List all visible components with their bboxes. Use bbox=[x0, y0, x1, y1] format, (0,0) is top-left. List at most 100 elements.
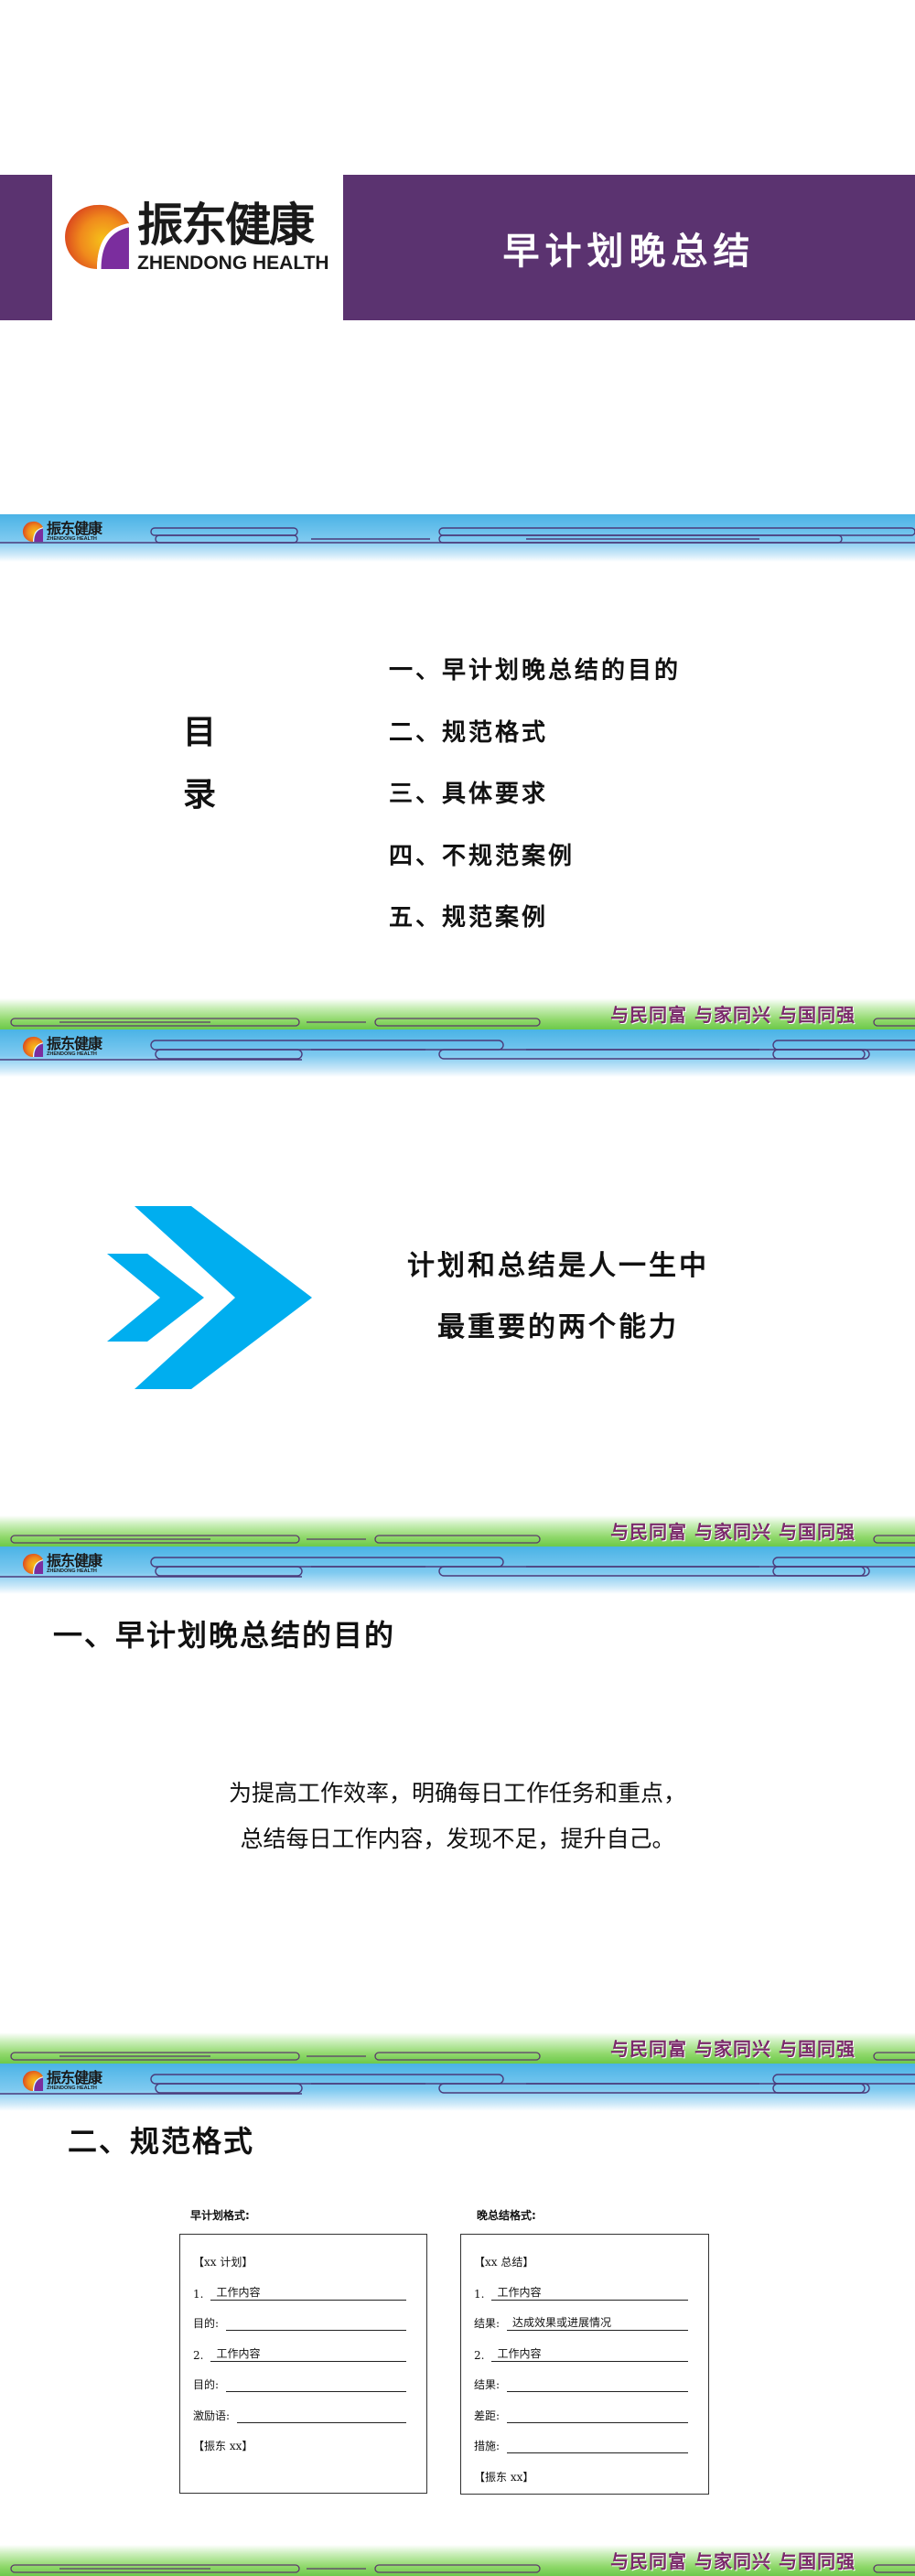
slide-footer-band: 与民同富 与家同兴 与国同强 bbox=[0, 2032, 915, 2064]
slide-purpose: 振东健康 ZHENDONG HEALTH 一、早计划晚总结的目的 为提高工作效率… bbox=[0, 1547, 915, 2064]
purpose-text: 为提高工作效率，明确每日工作任务和重点， 总结每日工作内容，发现不足，提升自己。 bbox=[92, 1771, 824, 1862]
form-field[interactable]: 工作内容 bbox=[491, 2347, 688, 2362]
header-scroll-ornament bbox=[0, 1040, 915, 1061]
form-field[interactable]: 工作内容 bbox=[491, 2286, 688, 2301]
slogan: 与民同富 与家同兴 与国同强 bbox=[610, 2038, 856, 2060]
slide-header-band: 振东健康 ZHENDONG HEALTH bbox=[0, 1547, 915, 1594]
form-row: 2. 工作内容 bbox=[193, 2331, 415, 2362]
brand-name-cn: 振东健康 bbox=[137, 198, 315, 252]
slide-header-band: 振东健康 ZHENDONG HEALTH bbox=[0, 2064, 915, 2111]
form-row: 激励语: bbox=[193, 2392, 415, 2423]
cover-title: 早计划晚总结 bbox=[502, 229, 756, 273]
evening-format-box: 【xx 总结】 1. 工作内容 结果: 达成效果或进展情况 2. 工作内容 结果: 差… bbox=[460, 2234, 709, 2495]
toc-list: 一、早计划晚总结的目的 二、规范格式 三、具体要求 四、不规范案例 五、规范案例 bbox=[389, 652, 681, 961]
form-field[interactable] bbox=[237, 2409, 406, 2423]
form-label: 差距: bbox=[474, 2409, 501, 2422]
purpose-line: 总结每日工作内容，发现不足，提升自己。 bbox=[240, 1826, 675, 1852]
form-footer: 【振东 xx】 bbox=[193, 2423, 415, 2454]
logo-sun-icon bbox=[22, 2070, 44, 2092]
form-row: 措施: bbox=[474, 2423, 697, 2453]
form-footer: 【振东 xx】 bbox=[474, 2453, 697, 2484]
form-row: 1. 工作内容 bbox=[474, 2269, 697, 2301]
slide-toc: 振东健康 ZHENDONG HEALTH 目 录 一、早计划晚总结的目的 二、规… bbox=[0, 514, 915, 1029]
form-label: 2. bbox=[474, 2348, 485, 2362]
quote-line: 计划和总结是人一生中 bbox=[407, 1250, 709, 1282]
footer-scroll-ornament bbox=[10, 1535, 915, 1544]
header-logo: 振东健康 ZHENDONG HEALTH bbox=[22, 1553, 102, 1575]
header-logo: 振东健康 ZHENDONG HEALTH bbox=[22, 2070, 102, 2092]
form-row: 1.工作内容 bbox=[193, 2269, 415, 2301]
form-field[interactable]: 达成效果或进展情况 bbox=[507, 2316, 688, 2331]
toc-heading-char: 目 bbox=[183, 713, 217, 751]
form-label: 目的: bbox=[193, 2317, 220, 2330]
form-header: 【xx 总结】 bbox=[474, 2249, 697, 2269]
form-row: 结果: 达成效果或进展情况 bbox=[474, 2301, 697, 2331]
slide-header-band: 振东健康 ZHENDONG HEALTH bbox=[0, 1029, 915, 1077]
header-logo: 振东健康 ZHENDONG HEALTH bbox=[22, 1036, 102, 1058]
header-scroll-ornament bbox=[0, 527, 915, 544]
logo-sun-icon bbox=[22, 521, 44, 543]
header-logo-cn: 振东健康 bbox=[47, 2068, 102, 2086]
header-scroll-ornament bbox=[0, 1557, 915, 1578]
slide-footer-band: 与民同富 与家同兴 与国同强 bbox=[0, 2545, 915, 2576]
form-label: 目的: bbox=[193, 2378, 220, 2391]
header-scroll-ornament bbox=[0, 2074, 915, 2095]
form-label: 1. bbox=[474, 2287, 485, 2301]
toc-item[interactable]: 五、规范案例 bbox=[389, 904, 549, 932]
form-field[interactable] bbox=[507, 2377, 688, 2392]
footer-scroll-ornament bbox=[10, 2564, 915, 2573]
double-chevron-icon bbox=[107, 1206, 312, 1389]
form-field[interactable]: 工作内容 bbox=[210, 2347, 406, 2362]
form-label: 措施: bbox=[474, 2440, 501, 2452]
form-field[interactable] bbox=[226, 2377, 406, 2392]
slide-footer-band: 与民同富 与家同兴 与国同强 bbox=[0, 998, 915, 1029]
form-header-text: 【xx 总结】 bbox=[474, 2256, 534, 2269]
form-field[interactable] bbox=[507, 2409, 688, 2423]
purpose-line: 为提高工作效率，明确每日工作任务和重点， bbox=[228, 1780, 686, 1806]
footer-scroll-ornament bbox=[10, 2052, 915, 2061]
header-logo-en: ZHENDONG HEALTH bbox=[47, 1568, 97, 1574]
footer-scroll-ornament bbox=[10, 1018, 915, 1027]
form-field[interactable]: 工作内容 bbox=[210, 2286, 406, 2301]
slogan: 与民同富 与家同兴 与国同强 bbox=[610, 1521, 856, 1543]
form-row: 2. 工作内容 bbox=[474, 2331, 697, 2362]
form-footer-text: 【振东 xx】 bbox=[193, 2440, 253, 2452]
toc-heading-char: 录 bbox=[183, 775, 217, 814]
morning-format-box: 【xx 计划】 1.工作内容 目的: 2. 工作内容 目的: 激励语: 【振东 x… bbox=[179, 2234, 427, 2494]
logo-sun-icon bbox=[22, 1553, 44, 1575]
form-label: 2. bbox=[193, 2348, 204, 2362]
slide-quote: 振东健康 ZHENDONG HEALTH 计划和总结是人一生中 最重要的两个能力… bbox=[0, 1029, 915, 1547]
header-logo-cn: 振东健康 bbox=[47, 519, 102, 537]
form-row: 目的: bbox=[193, 2301, 415, 2331]
toc-item[interactable]: 三、具体要求 bbox=[389, 781, 549, 808]
form-header: 【xx 计划】 bbox=[193, 2249, 415, 2269]
form-row: 差距: bbox=[474, 2392, 697, 2423]
section-title: 一、早计划晚总结的目的 bbox=[53, 1618, 396, 1653]
form-label: 结果: bbox=[474, 2317, 501, 2330]
evening-format-title: 晚总结格式: bbox=[477, 2209, 536, 2222]
form-label: 激励语: bbox=[193, 2409, 231, 2422]
logo-sun-icon bbox=[22, 1036, 44, 1058]
quote-line: 最重要的两个能力 bbox=[437, 1311, 679, 1343]
morning-format-title: 早计划格式: bbox=[190, 2209, 250, 2222]
form-row: 目的: bbox=[193, 2362, 415, 2392]
section-title: 二、规范格式 bbox=[68, 2124, 255, 2159]
header-logo-en: ZHENDONG HEALTH bbox=[47, 1051, 97, 1057]
toc-item[interactable]: 四、不规范案例 bbox=[389, 842, 576, 870]
slide-format: 振东健康 ZHENDONG HEALTH 二、规范格式 早计划格式: 【xx 计… bbox=[0, 2064, 915, 2576]
toc-heading: 目 录 bbox=[183, 716, 216, 840]
header-logo-cn: 振东健康 bbox=[47, 1034, 102, 1052]
toc-item[interactable]: 二、规范格式 bbox=[389, 718, 549, 747]
toc-item[interactable]: 一、早计划晚总结的目的 bbox=[389, 657, 682, 684]
slide-header-band: 振东健康 ZHENDONG HEALTH bbox=[0, 514, 915, 562]
header-logo: 振东健康 ZHENDONG HEALTH bbox=[22, 521, 102, 543]
logo-sun-icon bbox=[62, 199, 132, 275]
slide-cover: 振东健康 ZHENDONG HEALTH 早计划晚总结 bbox=[0, 0, 915, 514]
header-logo-en: ZHENDONG HEALTH bbox=[47, 535, 97, 542]
form-field[interactable] bbox=[226, 2316, 406, 2331]
form-footer-text: 【振东 xx】 bbox=[474, 2470, 534, 2484]
form-field[interactable] bbox=[507, 2439, 688, 2453]
brand-logo: 振东健康 ZHENDONG HEALTH bbox=[62, 199, 329, 275]
form-header-text: 【xx 计划】 bbox=[193, 2256, 253, 2269]
slogan: 与民同富 与家同兴 与国同强 bbox=[610, 2550, 856, 2572]
